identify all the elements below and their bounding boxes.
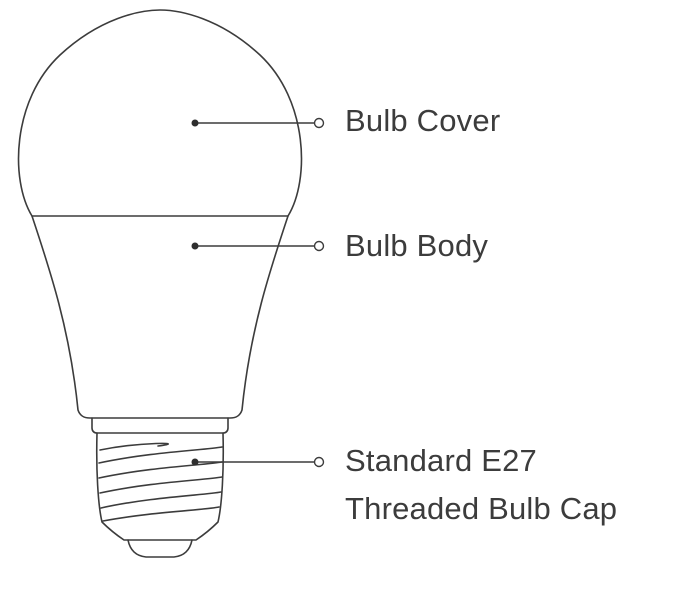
cap-thread	[99, 476, 223, 494]
leader-bulb-cap	[191, 456, 325, 468]
threaded-cap	[95, 432, 225, 558]
label-cap-line2: Threaded Bulb Cap	[345, 491, 618, 526]
bulb-cover-outline	[17, 9, 303, 217]
label-bulb-cover: Bulb Cover	[345, 103, 501, 138]
cap-thread	[100, 491, 222, 509]
label-bulb-body: Bulb Body	[345, 228, 489, 263]
bulb-neck-outline	[91, 417, 229, 434]
leader-bulb-cover	[191, 117, 325, 129]
leader-bulb-body	[191, 240, 325, 252]
leader-ring	[313, 456, 325, 468]
leader-dot	[191, 458, 199, 466]
leader-ring	[313, 240, 325, 252]
leader-dot	[191, 119, 199, 127]
bulb-body-outline	[31, 215, 289, 419]
leader-dot	[191, 242, 199, 250]
cap-thread	[98, 461, 223, 479]
leader-ring	[313, 117, 325, 129]
cap-thread	[102, 506, 220, 522]
label-cap-line1: Standard E27	[345, 443, 537, 478]
cap-thread	[98, 446, 223, 464]
cap-thread	[99, 442, 169, 451]
cap-outline	[95, 432, 225, 541]
cap-contact-tip	[127, 539, 193, 558]
